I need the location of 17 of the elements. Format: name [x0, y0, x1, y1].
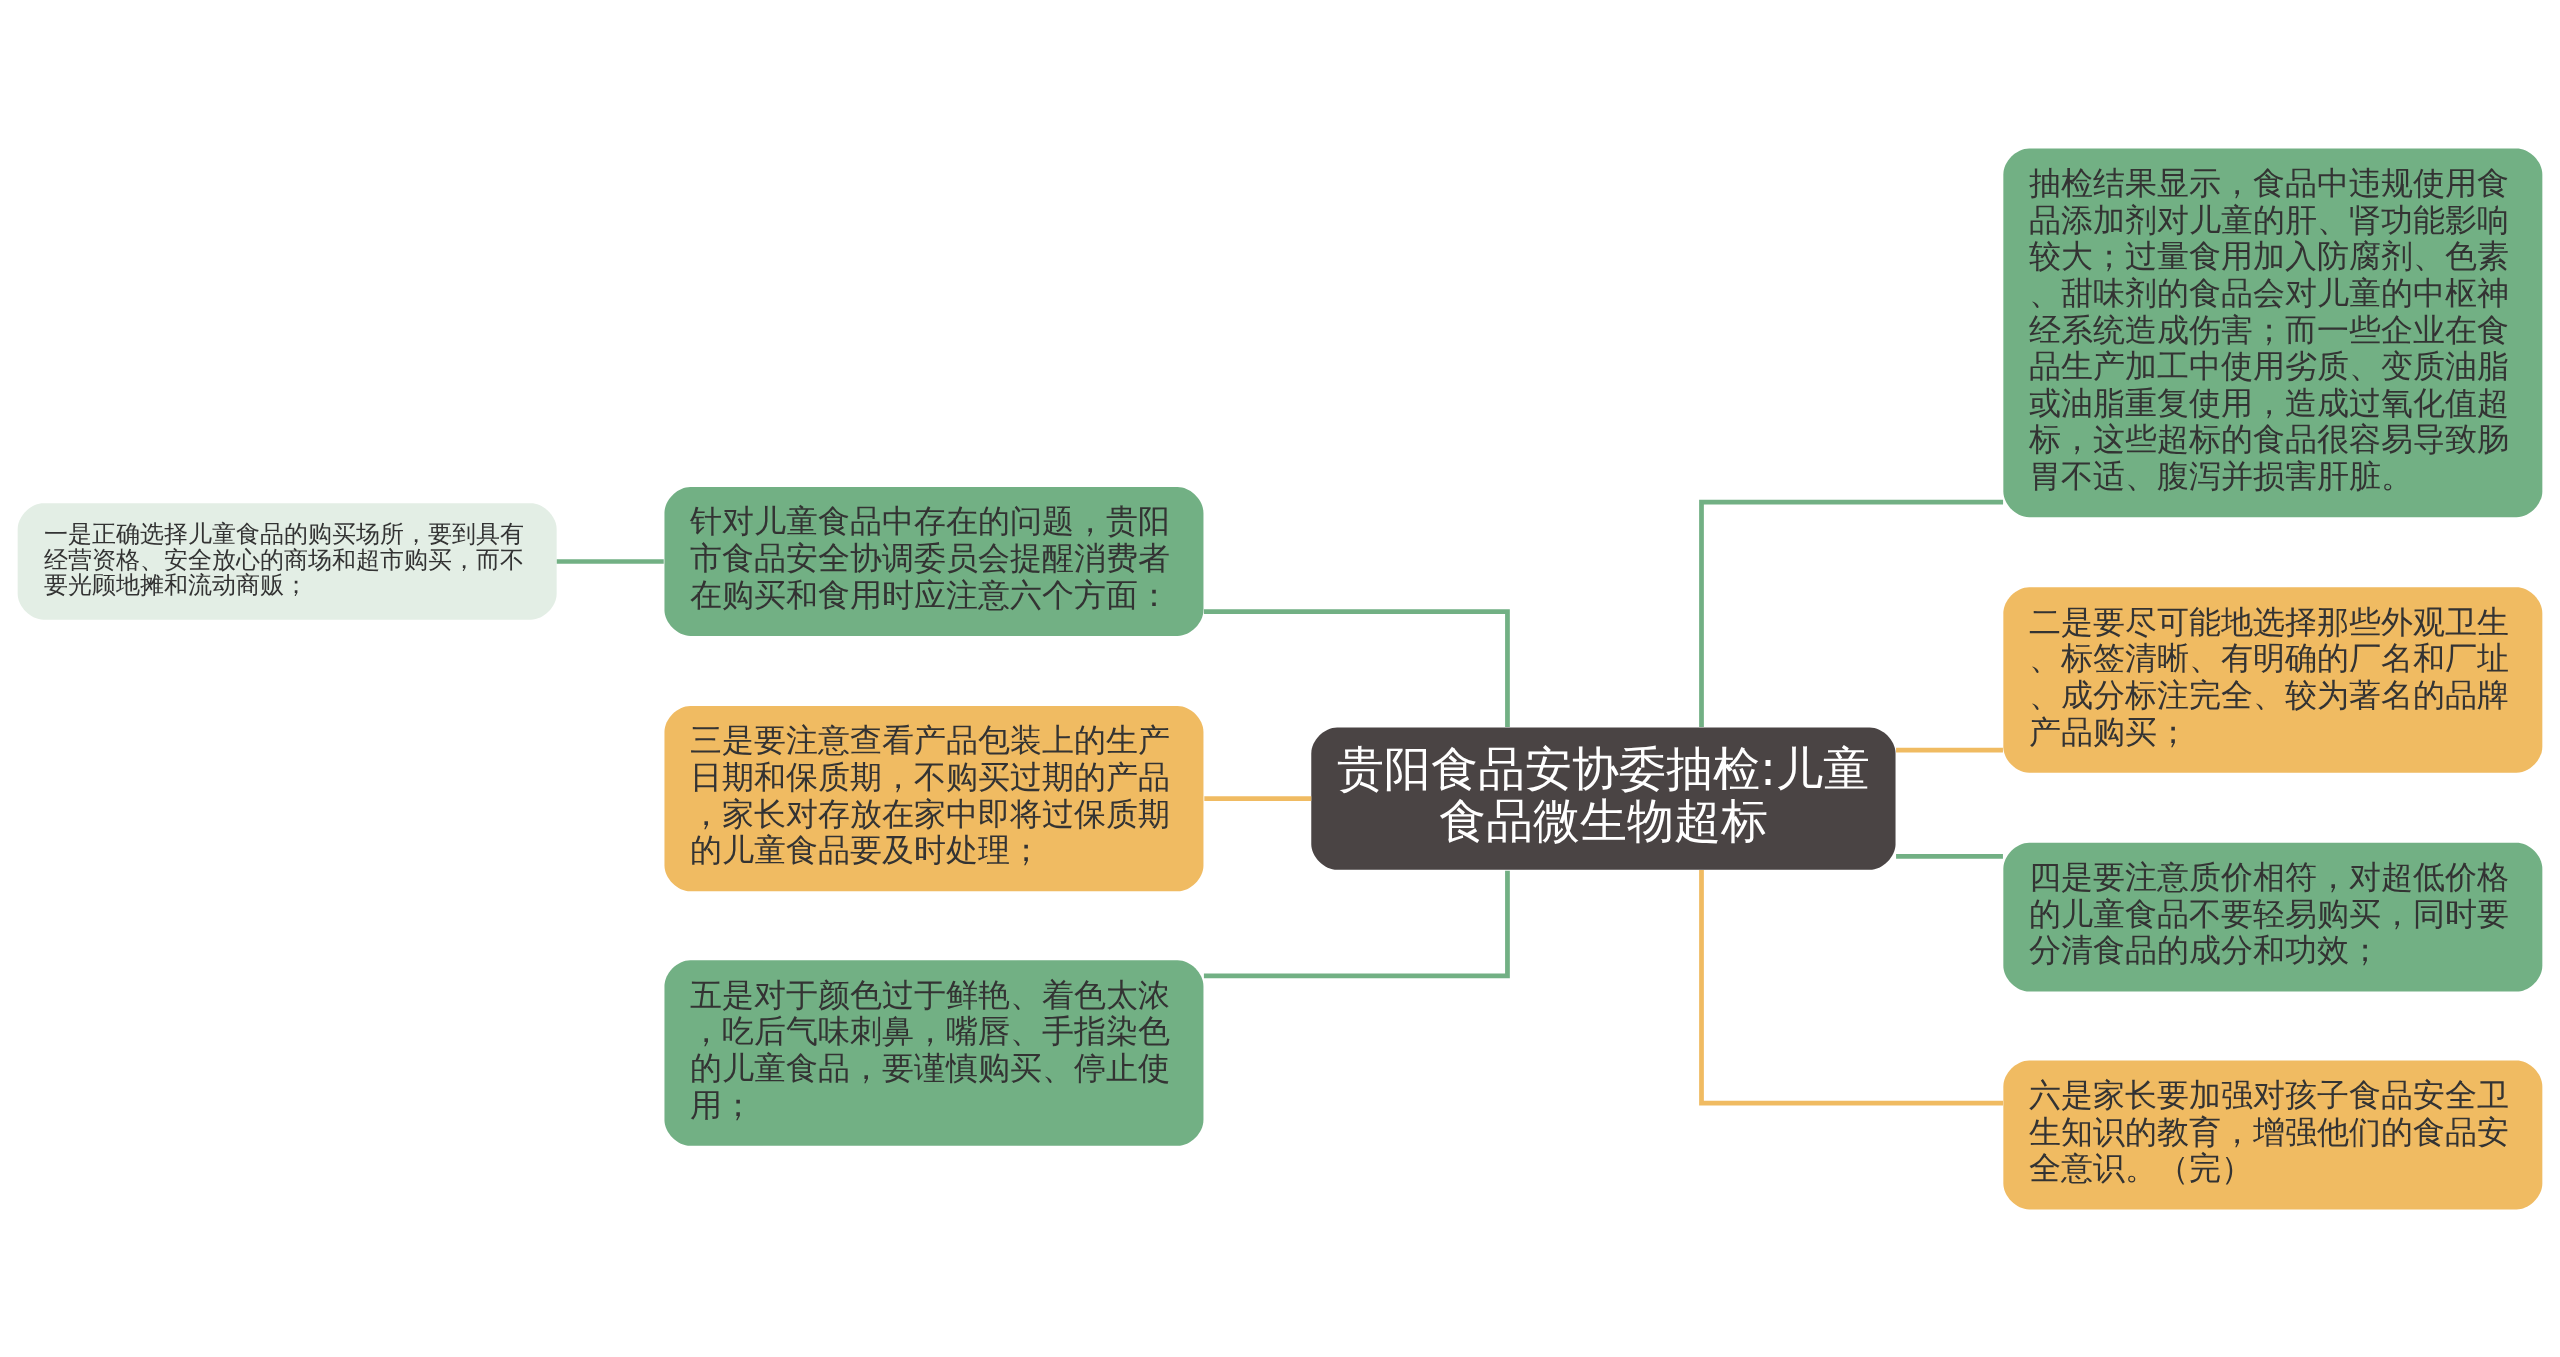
- node-box: 一是正确选择儿童食品的购买场所，要到具有经营资格、安全放心的商场和超市购买，而不要光顾地摊和流动商贩；: [17, 502, 557, 620]
- connector: [1203, 608, 1510, 727]
- connector: [1699, 499, 2004, 727]
- connector: [1204, 795, 1312, 801]
- connector: [556, 558, 664, 564]
- connector: [1896, 747, 2003, 752]
- node-box: 贵阳食品安协委抽检:儿童食品微生物超标: [1311, 727, 1896, 870]
- node-box: 五是对于颜色过于鲜艳、着色太浓，吃后气味刺鼻，嘴唇、手指染色的儿童食品，要谨慎购买、停止使用；: [664, 959, 1204, 1146]
- node-box: 针对儿童食品中存在的问题，贵阳市食品安全协调委员会提醒消费者在购买和食用时应注意六个方面：: [664, 486, 1204, 636]
- connector: [1203, 870, 1510, 978]
- node-box: 二是要尽可能地选择那些外观卫生、标签清晰、有明确的厂名和厂址、成分标注完全、较为著名的品牌产品购买；: [2003, 586, 2543, 773]
- node-box: 四是要注意质价相符，对超低价格的儿童食品不要轻易购买，同时要分清食品的成分和功效；: [2003, 842, 2543, 992]
- node-box: 抽检结果显示，食品中违规使用食品添加剂对儿童的肝、肾功能影响较大；过量食用加入防腐剂、色素、甜味剂的食品会对儿童的中枢神经系统造成伤害；而一些企业在食品生产加工中使用劣质、变质油脂或油脂重复使用，造成过氧化值超标，这些超标的食品很容易导致肠胃不适、腹泻并损害肝脏。: [2003, 148, 2543, 517]
- connector: [1699, 869, 2004, 1106]
- node-box: 三是要注意查看产品包装上的生产日期和保质期，不购买过期的产品，家长对存放在家中即将过保质期的儿童食品要及时处理；: [664, 705, 1204, 891]
- node-box: 六是家长要加强对孩子食品安全卫生知识的教育，增强他们的食品安全意识。（完）: [2003, 1060, 2543, 1209]
- connector: [1896, 853, 2003, 859]
